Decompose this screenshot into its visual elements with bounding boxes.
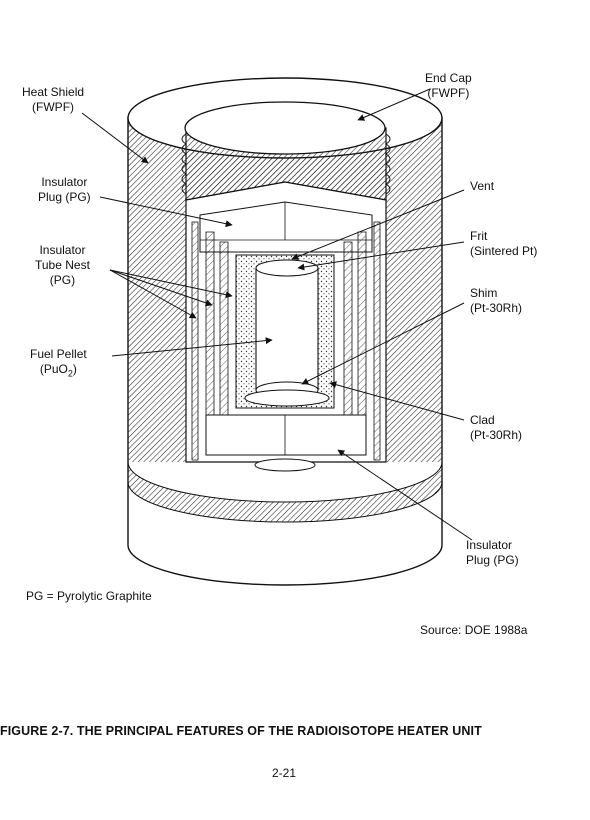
label-frit-line1: Frit: [470, 229, 488, 243]
label-heat-shield-line1: Heat Shield: [22, 85, 85, 99]
label-tube-nest-line3: (PG): [49, 273, 76, 287]
label-end-cap-line1: End Cap: [425, 71, 472, 85]
legend-note: PG = Pyrolytic Graphite: [26, 589, 152, 603]
label-shim-line1: Shim: [470, 286, 498, 300]
arrow-end-cap: [357, 88, 431, 121]
label-insulator-tube-nest: Insulator Tube Nest (PG): [35, 243, 90, 288]
figure-caption: FIGURE 2-7. THE PRINCIPAL FEATURES OF TH…: [0, 724, 482, 738]
page-number: 2-21: [272, 766, 297, 780]
label-end-cap-line2: (FWPF): [427, 86, 470, 100]
label-tube-nest-line1: Insulator: [39, 243, 86, 257]
rhu-cutaway-diagram: [81, 77, 473, 586]
label-insulator-plug-bottom: Insulator Plug (PG): [466, 538, 519, 568]
label-insulator-plug-top-line1: Insulator: [41, 175, 88, 189]
arrow-fuel-pellet: [111, 337, 273, 357]
arrow-frit: [297, 241, 465, 271]
arrow-shim: [301, 302, 465, 385]
arrow-heat-shield: [81, 112, 149, 164]
leader-lines: [81, 88, 473, 541]
label-shim: Shim (Pt-30Rh): [470, 286, 522, 316]
label-fuel-pellet-close: ): [72, 362, 77, 376]
label-vent: Vent: [470, 179, 494, 194]
label-fuel-pellet-subscript: 2: [67, 368, 73, 379]
arrow-clad: [329, 381, 465, 421]
label-vent-line1: Vent: [470, 179, 495, 193]
label-fuel-pellet-line2: (PuO2): [39, 362, 77, 379]
arrow-insulator-plug-bottom: [337, 449, 473, 541]
cutaway-interior: [185, 181, 387, 472]
label-shim-line2: (Pt-30Rh): [470, 301, 523, 315]
label-frit-line2: (Sintered Pt): [470, 244, 538, 258]
label-fuel-pellet-formula: (PuO: [39, 362, 68, 376]
arrow-vent: [291, 189, 465, 260]
arrow-tube-nest-3: [109, 269, 197, 319]
label-heat-shield: Heat Shield (FWPF): [22, 85, 84, 115]
label-end-cap: End Cap (FWPF): [425, 71, 472, 101]
label-frit: Frit (Sintered Pt): [470, 229, 537, 259]
arrow-tube-nest-2: [109, 269, 233, 299]
label-tube-nest-line2: Tube Nest: [35, 258, 90, 272]
source-note: Source: DOE 1988a: [420, 623, 528, 637]
label-insulator-plug-bottom-line1: Insulator: [466, 538, 513, 552]
label-insulator-plug-top-line2: Plug (PG): [38, 190, 91, 204]
label-clad: Clad (Pt-30Rh): [470, 413, 522, 443]
label-heat-shield-line2: (FWPF): [32, 100, 75, 114]
label-fuel-pellet-line1: Fuel Pellet: [30, 347, 87, 361]
label-clad-line2: (Pt-30Rh): [470, 428, 523, 442]
label-fuel-pellet: Fuel Pellet (PuO2): [30, 347, 87, 381]
arrow-tube-nest-1: [109, 269, 213, 307]
label-insulator-plug-top: Insulator Plug (PG): [38, 175, 91, 205]
arrow-insulator-plug-top: [99, 196, 233, 228]
label-insulator-plug-bottom-line2: Plug (PG): [466, 553, 519, 567]
label-clad-line1: Clad: [470, 413, 495, 427]
